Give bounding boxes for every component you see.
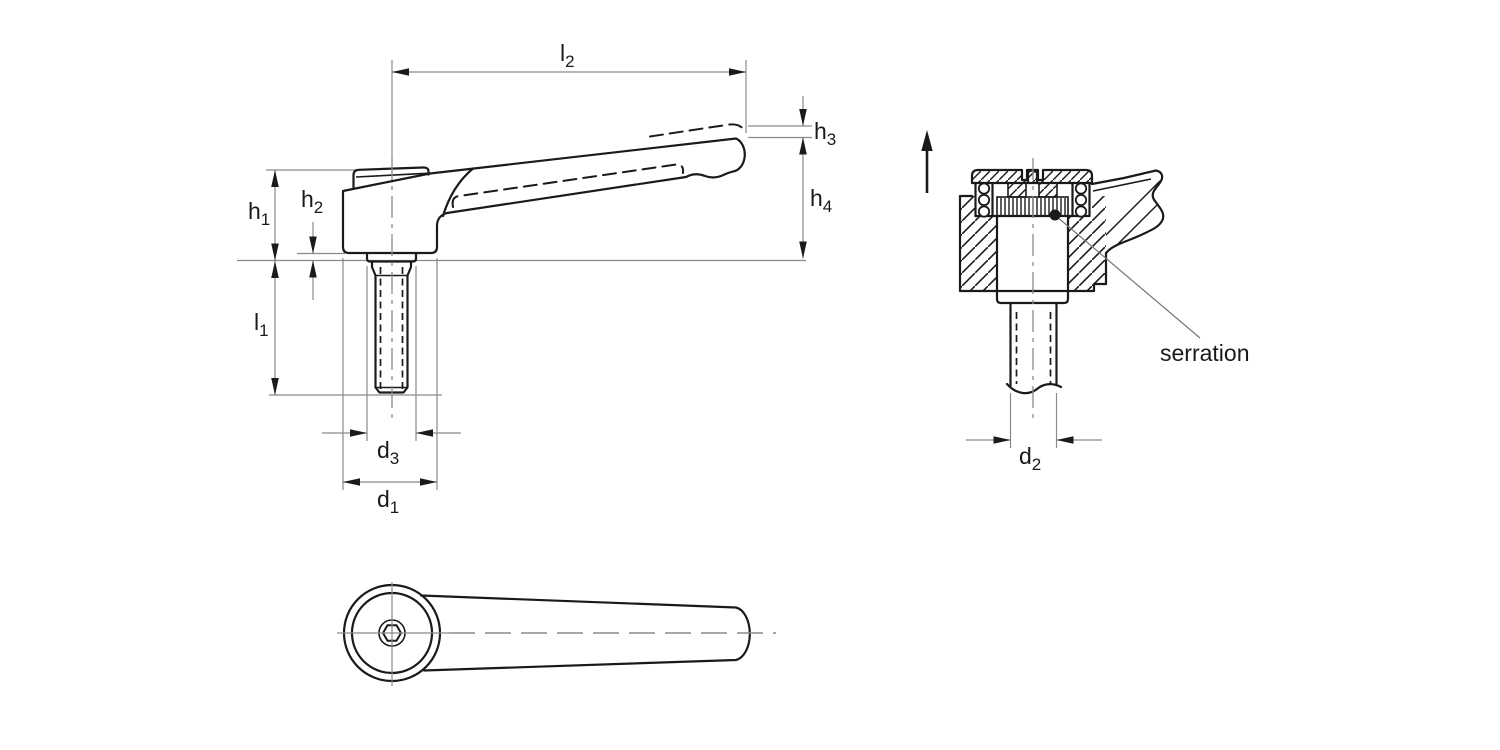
side-view-dimension-lines bbox=[237, 60, 812, 490]
dimension-label-h2: h2 bbox=[301, 186, 323, 217]
dimension-label-l2: l2 bbox=[560, 40, 575, 71]
side-view: l2 h3 h4 h1 h2 l1 d3 d1 bbox=[237, 40, 836, 517]
dimension-label-d1: d1 bbox=[377, 486, 399, 517]
dimension-label-h1: h1 bbox=[248, 198, 270, 229]
dimension-label-d3: d3 bbox=[377, 437, 399, 468]
top-view bbox=[337, 582, 776, 686]
handle-outline bbox=[419, 594, 751, 672]
dimension-label-h3: h3 bbox=[814, 118, 836, 149]
break-line bbox=[1005, 382, 1063, 395]
serration-callout: serration bbox=[1049, 209, 1249, 366]
section-view: d2 serration bbox=[921, 130, 1249, 474]
dimension-label-l1: l1 bbox=[254, 309, 269, 340]
leader-line bbox=[1055, 215, 1201, 339]
dimension-label-h4: h4 bbox=[810, 185, 832, 216]
leader-dot bbox=[1049, 209, 1061, 221]
serration-label: serration bbox=[1160, 340, 1249, 366]
lever-outline bbox=[341, 123, 746, 255]
dimension-label-d2: d2 bbox=[1019, 443, 1041, 474]
dimension-arrowheads bbox=[271, 68, 807, 486]
spring-coils bbox=[977, 182, 1088, 218]
handle-hidden-line bbox=[451, 163, 685, 208]
clamped-part bbox=[1090, 169, 1165, 255]
release-direction-arrow-icon bbox=[921, 130, 933, 193]
d2-dimension: d2 bbox=[966, 393, 1102, 474]
spring-cap-section bbox=[970, 168, 1094, 185]
lever-lifted-position-line bbox=[649, 123, 745, 138]
